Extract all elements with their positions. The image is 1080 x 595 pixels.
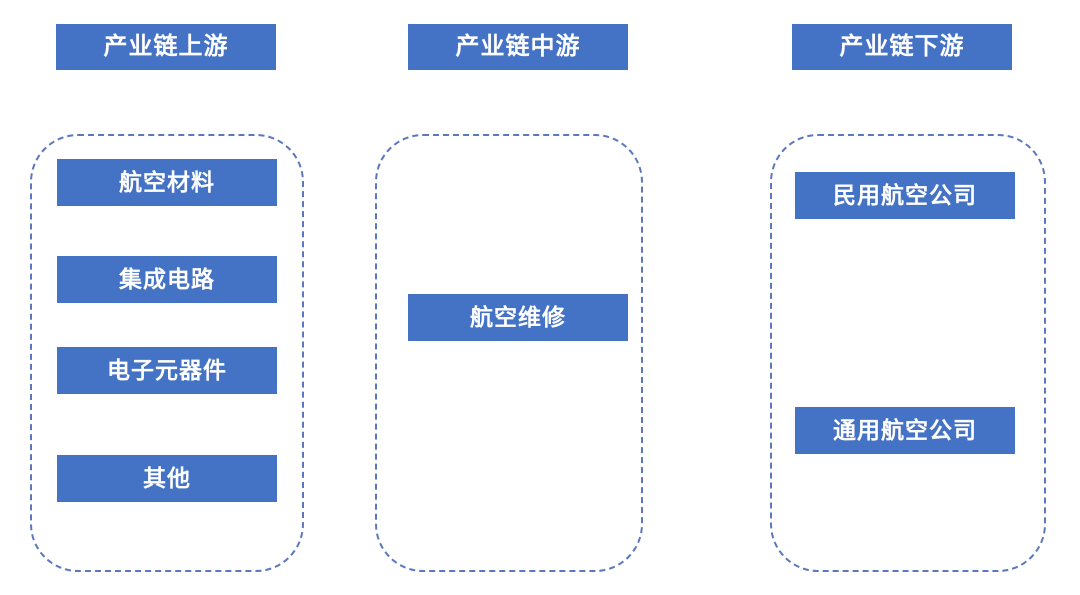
item-label: 集成电路	[119, 266, 215, 292]
column-downstream: 产业链下游 民用航空公司 通用航空公司 司	[720, 0, 1080, 595]
column-midstream: 产业链中游 航空维修	[360, 0, 720, 595]
clipped-text-glyph: 司	[872, 448, 896, 453]
item-box-aviation-materials[interactable]: 航空材料	[57, 159, 277, 206]
item-label: 通用航空公司	[833, 417, 977, 443]
item-label: 航空维修	[470, 304, 566, 330]
column-header-upstream[interactable]: 产业链上游	[56, 24, 276, 70]
column-header-label: 产业链下游	[839, 33, 965, 60]
dashed-container-downstream	[770, 134, 1046, 572]
column-upstream: 产业链上游 航空材料 集成电路 电子元器件 其他	[0, 0, 360, 595]
item-box-general-aviation-company[interactable]: 通用航空公司	[795, 407, 1015, 454]
item-box-other[interactable]: 其他	[57, 455, 277, 502]
column-header-label: 产业链中游	[455, 33, 581, 60]
column-header-downstream[interactable]: 产业链下游	[792, 24, 1012, 70]
dashed-container-upstream	[30, 134, 304, 572]
item-label: 民用航空公司	[833, 182, 977, 208]
item-label: 航空材料	[119, 169, 215, 195]
item-box-aviation-maintenance[interactable]: 航空维修	[408, 294, 628, 341]
dashed-container-midstream	[375, 134, 643, 572]
clipped-text-artifact: 司	[872, 448, 938, 462]
item-box-commercial-airline[interactable]: 民用航空公司	[795, 172, 1015, 219]
item-box-integrated-circuits[interactable]: 集成电路	[57, 256, 277, 303]
item-box-electronic-components[interactable]: 电子元器件	[57, 347, 277, 394]
column-header-midstream[interactable]: 产业链中游	[408, 24, 628, 70]
item-label: 其他	[143, 465, 191, 491]
item-label: 电子元器件	[107, 357, 227, 383]
column-header-label: 产业链上游	[103, 33, 229, 60]
